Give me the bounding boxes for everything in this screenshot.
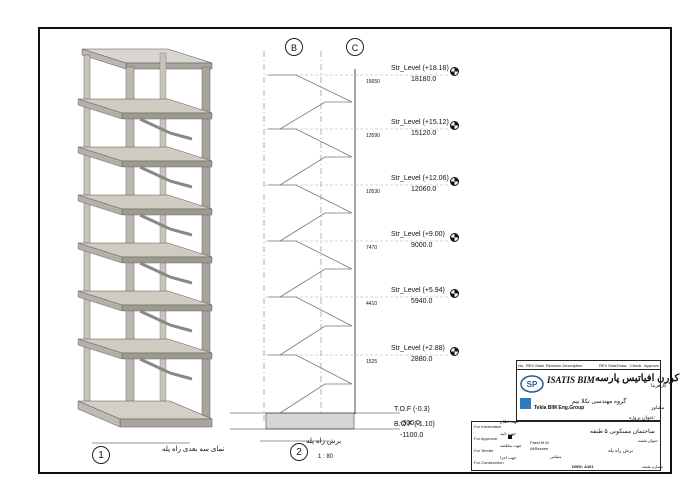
level-value-4: 5940.0: [411, 298, 433, 305]
revision-header-row: No. REV Mark Revision Description REV Da…: [517, 361, 660, 370]
landing-tag-0: 16650: [366, 79, 380, 85]
landing-tag-4: 4410: [366, 301, 378, 307]
level-value-0: 18180.0: [411, 76, 437, 83]
landing-tag-3: 7470: [366, 245, 378, 251]
level-value-1: 15120.0: [411, 130, 437, 137]
title-block-bottom: For Information For Approval For Tender …: [471, 419, 663, 471]
landing-tag-2: 10530: [366, 189, 380, 195]
title-block-top: No. REV Mark Revision Description REV Da…: [516, 360, 679, 421]
stair-flight: [268, 128, 353, 186]
purpose-info-fa: جهت اطلاع: [500, 419, 519, 424]
floor-slab: [77, 98, 213, 141]
drawing-sheet: B C T.O.F (-0.3) -300.0 B.O.F (-1.10) -1…: [38, 27, 679, 476]
grid-bubble-c: C: [346, 38, 364, 56]
level-marker-icon: [450, 347, 459, 356]
tekla-logo-icon: [520, 398, 531, 409]
approval-checkbox[interactable]: [508, 435, 512, 439]
level-name-5: Str_Level (+2.88): [391, 345, 445, 352]
firm-name-fa: کورن افیاتیس پارسه: [595, 373, 680, 384]
rev-col-date: REV Date: [599, 363, 617, 368]
stair-flight: [268, 184, 353, 242]
purpose-construction: For Construction: [474, 460, 504, 465]
rev-col-mark: REV Mark: [526, 363, 545, 368]
level-value-5: 2880.0: [411, 356, 433, 363]
view-caption-1: نمای سه بعدی راه پله: [162, 446, 225, 453]
tof-level-name: T.O.F (-0.3): [394, 406, 430, 413]
floor-slab: [77, 338, 213, 381]
level-marker-icon: [450, 289, 459, 298]
bof-level-value: -1100.0: [400, 432, 424, 439]
level-marker-icon: [450, 233, 459, 242]
stair-flight: [268, 240, 353, 298]
scale-label: مقیاس: [550, 454, 562, 459]
floor-slab: [77, 242, 213, 285]
view-scale-2: 1 : 80: [318, 454, 334, 460]
purpose-tender: For Tender: [474, 448, 494, 453]
stair-flight: [268, 74, 353, 130]
level-name-4: Str_Level (+5.94): [391, 287, 445, 294]
designer-name: Fazel.M.M: [530, 440, 549, 445]
project-title: ساختمان مسکونی ۵ طبقه: [590, 429, 655, 435]
level-value-3: 9000.0: [411, 242, 433, 249]
purpose-approval: For Approval: [474, 436, 497, 441]
level-name-0: Str_Level (+18.18): [391, 65, 449, 72]
purpose-approval-fa: جهت تایید: [500, 431, 517, 436]
view-number-1: 1: [92, 446, 110, 464]
level-value-2: 12060.0: [411, 186, 437, 193]
rev-col-check: Check.: [630, 363, 643, 368]
drawing-title: برش راه پله: [608, 448, 634, 454]
tof-level-value: -300.0: [400, 420, 420, 427]
rev-col-no: No.: [518, 363, 525, 368]
rev-col-desc: Revision Description: [546, 363, 583, 368]
level-name-3: Str_Level (+9.00): [391, 231, 445, 238]
bof-level-name: B.O.F (-1.10): [394, 421, 435, 428]
floor-slab: [77, 146, 213, 189]
isatis-logo-icon: SP: [520, 375, 544, 393]
group-name-fa: گروه مهندسی تکلا بیم: [572, 399, 627, 405]
firm-name-en: ISATIS BIM: [547, 375, 595, 385]
isometric-stair-view[interactable]: [40, 29, 674, 476]
rev-col-draw: Draw.: [617, 363, 628, 368]
level-name-2: Str_Level (+12.06): [391, 175, 449, 182]
landing-tag-1: 13590: [366, 133, 380, 139]
consultant-label: مشاور: [651, 405, 665, 411]
level-name-1: Str_Level (+15.12): [391, 119, 449, 126]
view-number-2: 2: [290, 443, 308, 461]
floor-slab: [77, 194, 213, 237]
level-marker-icon: [450, 177, 459, 186]
stair-flight: [268, 354, 353, 414]
dwg-number: DWG: A101: [572, 464, 594, 469]
group-name-en: Tekla BIM Eng.Group: [534, 405, 585, 411]
project-label: عنوان پروژه:: [629, 415, 656, 421]
purpose-construction-fa: جهت اجرا: [500, 455, 517, 460]
purpose-info: For Information: [474, 424, 502, 429]
purpose-tender-fa: جهت مناقصه: [500, 443, 522, 448]
landing-tag-5: 1525: [366, 359, 378, 365]
grid-bubble-b: B: [285, 38, 303, 56]
drawing-label: عنوان نقشه:: [638, 438, 659, 443]
level-marker-icon: [450, 121, 459, 130]
stair-flight: [268, 296, 353, 356]
employer-label: کارفرما: [651, 383, 667, 389]
rev-col-approve: Approve.: [644, 363, 661, 368]
svg-text:SP: SP: [527, 380, 538, 389]
stair-section-view[interactable]: [40, 29, 674, 476]
view-caption-2: برش راه پله: [306, 438, 342, 445]
floor-slab: [77, 290, 213, 333]
checker-name: AliRezaee: [530, 446, 549, 451]
level-marker-icon: [450, 67, 459, 76]
sheet-number-label: شماره نقشه: [642, 464, 663, 469]
